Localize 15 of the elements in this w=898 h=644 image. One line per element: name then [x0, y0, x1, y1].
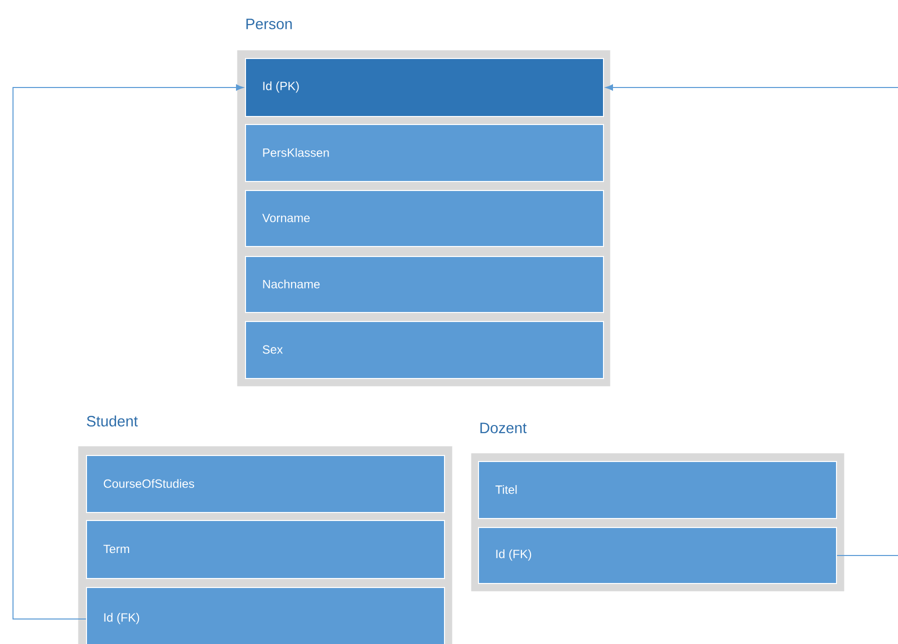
field-row: Id (FK) — [478, 527, 837, 584]
field-row: Id (PK) — [245, 58, 604, 117]
field-row: Titel — [478, 461, 837, 519]
arrow — [12, 84, 244, 620]
field-row: Term — [86, 520, 445, 579]
node-label: Student — [86, 415, 138, 426]
node-label: Dozent — [480, 422, 527, 434]
field-row: Vorname — [245, 190, 604, 247]
arrow — [606, 84, 898, 556]
field-row: Nachname — [245, 256, 604, 313]
field-row: CourseOfStudies — [86, 455, 445, 513]
field-row: PersKlassen — [245, 124, 604, 182]
field-row: Sex — [245, 321, 604, 379]
node-label: Person — [246, 18, 292, 30]
field-row: Id (FK) — [86, 587, 445, 644]
